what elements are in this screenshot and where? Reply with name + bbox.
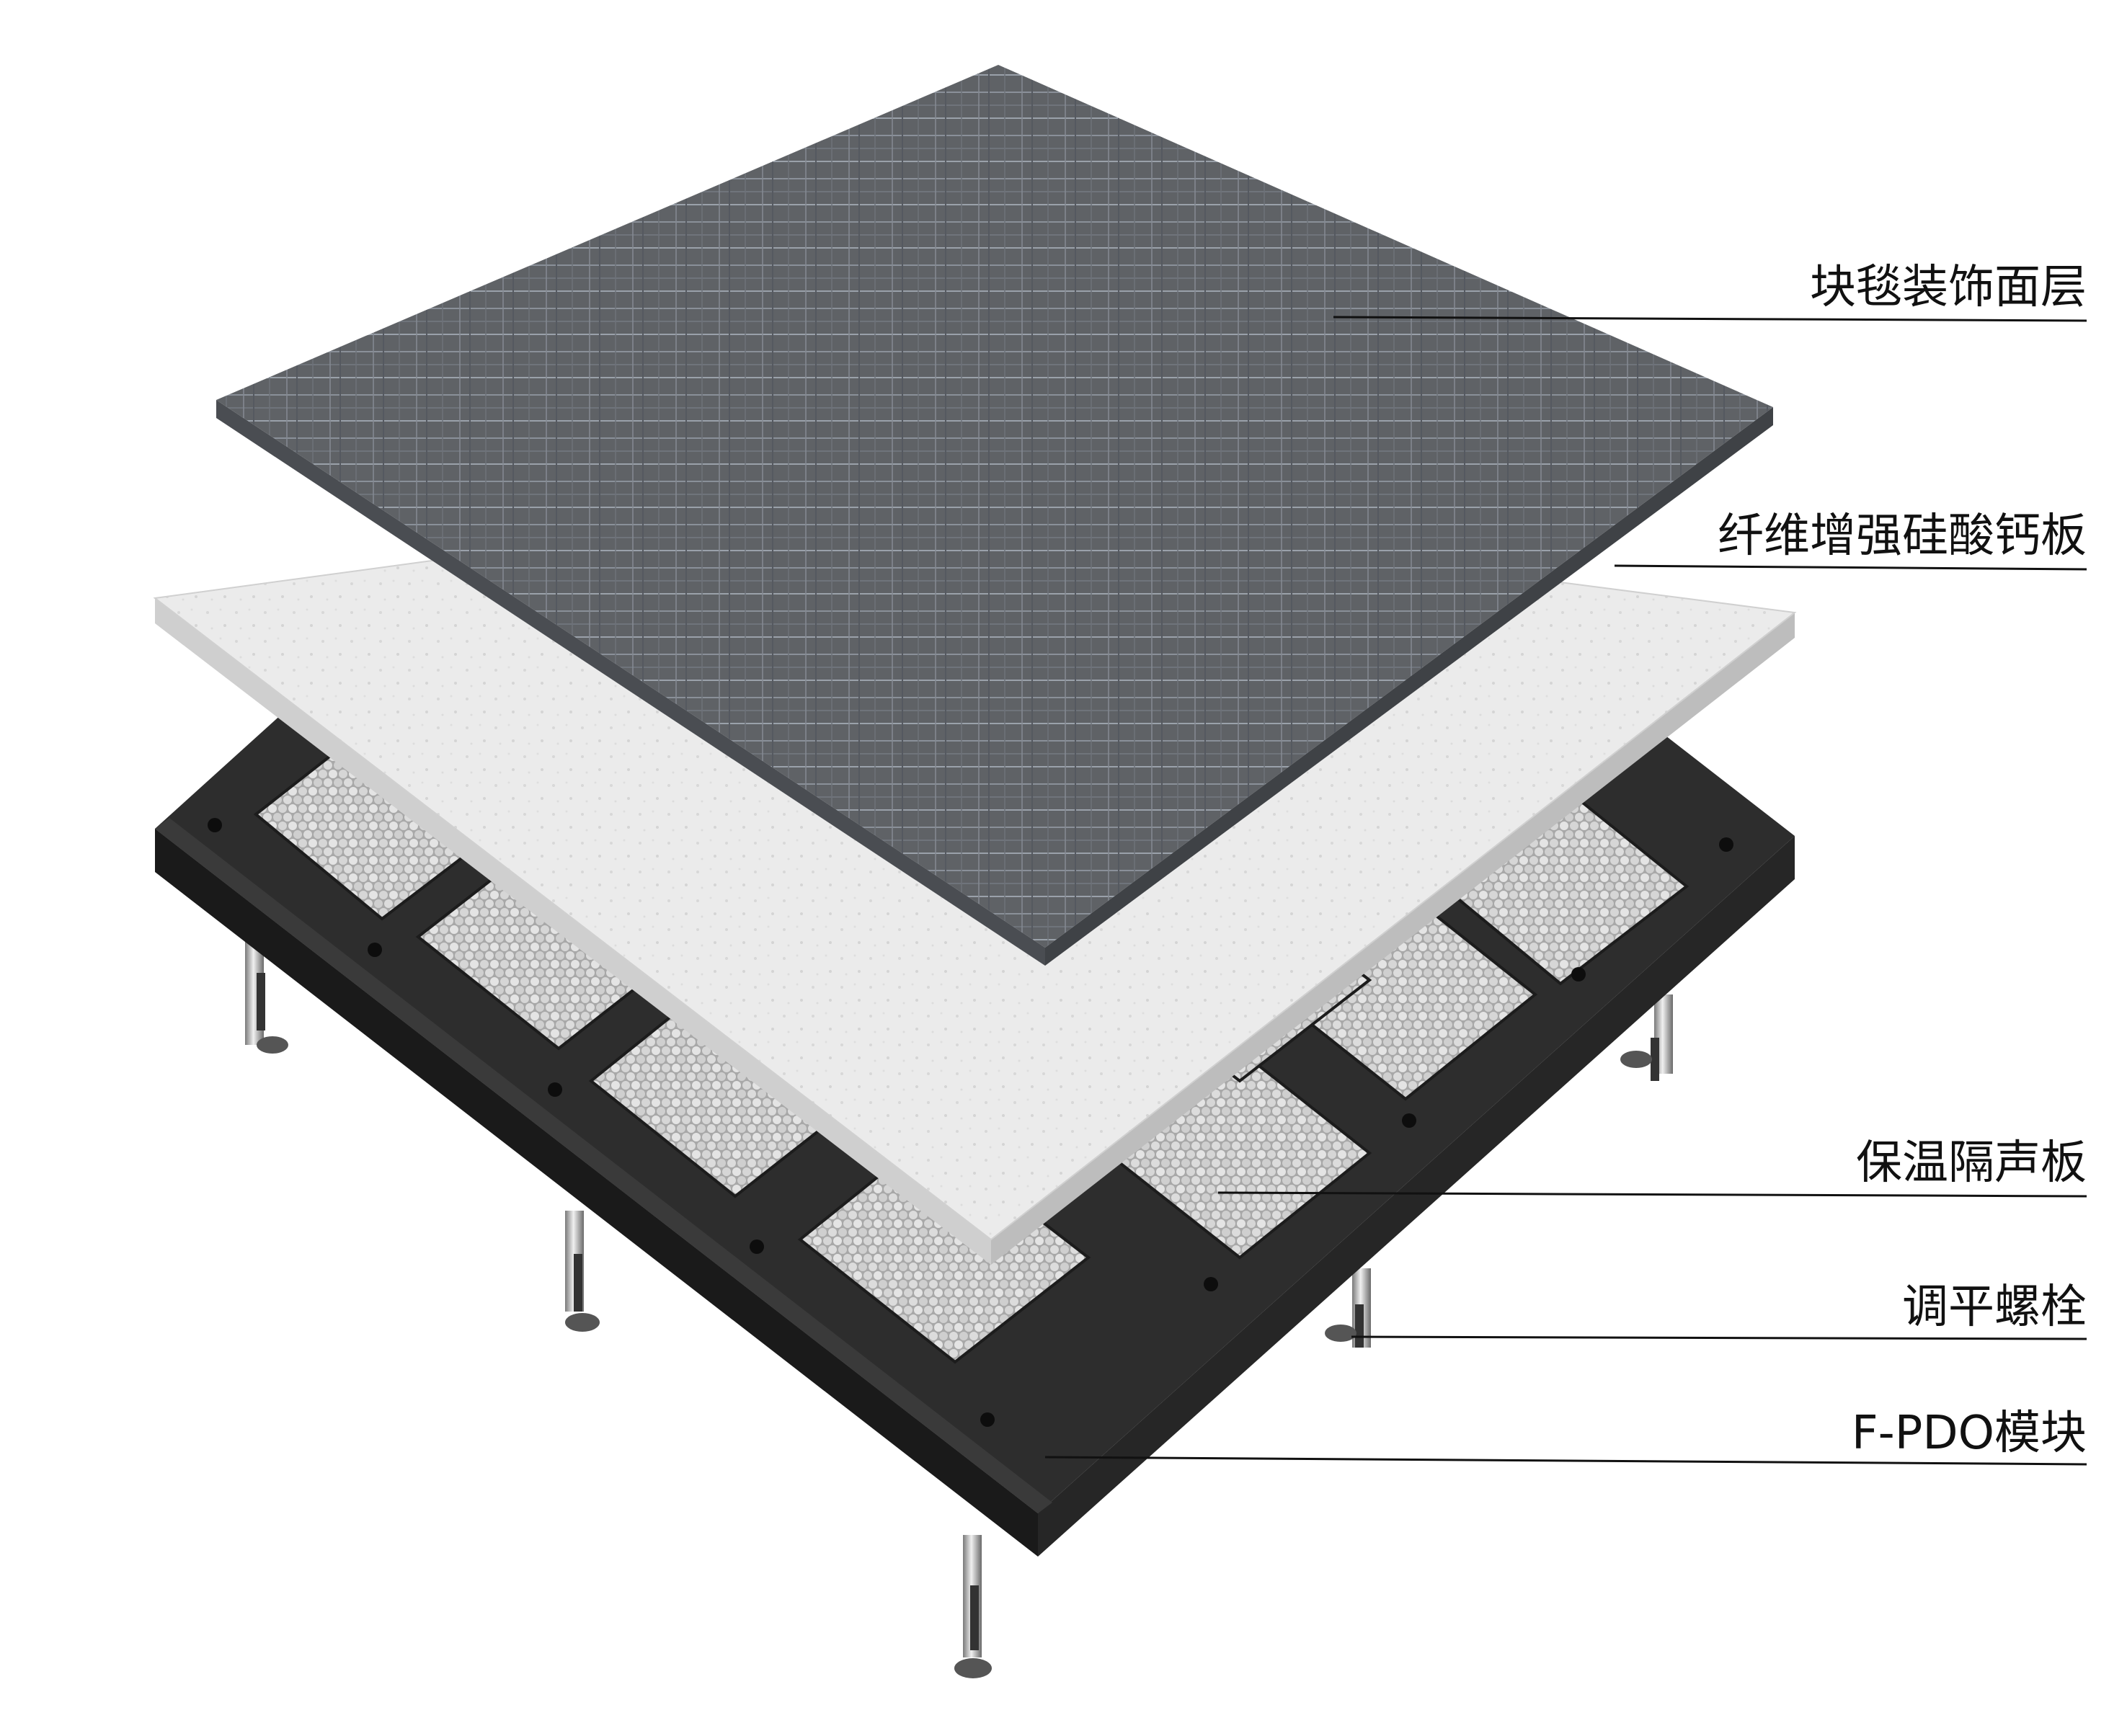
bolt-front <box>954 1535 992 1678</box>
leveling-bolts <box>245 915 1673 1678</box>
label-insulation: 保温隔声板 <box>1856 1136 2087 1190</box>
callouts <box>1044 316 2087 1466</box>
leader-insulation <box>1217 1191 2087 1198</box>
label-bolt: 调平螺栓 <box>1902 1281 2087 1334</box>
carpet-tile <box>216 65 1773 966</box>
frame-holes <box>208 818 1733 1427</box>
leader-module <box>1044 1456 2087 1466</box>
leader-bolt <box>1351 1335 2087 1340</box>
leader-board <box>1614 564 2087 571</box>
label-board: 纤维增强硅酸钙板 <box>1718 509 2087 563</box>
bolt-right <box>1620 994 1673 1081</box>
leader-carpet <box>1333 316 2087 322</box>
callout-labels: 块毯装饰面层 纤维增强硅酸钙板 保温隔声板 调平螺栓 F-PDO模块 <box>1718 261 2087 1460</box>
bolt-front-left <box>565 1211 600 1332</box>
label-module: F-PDO模块 <box>1852 1407 2087 1460</box>
label-carpet: 块毯装饰面层 <box>1810 261 2087 314</box>
